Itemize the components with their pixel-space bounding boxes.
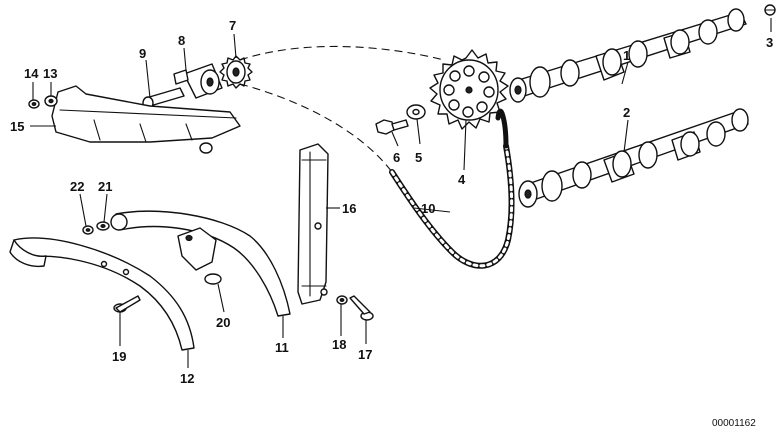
callout-5: 5 (415, 150, 422, 165)
upper-guide-rail (51, 85, 241, 154)
guide-rail-curved (9, 237, 195, 351)
tensioner-housing (173, 63, 223, 99)
catalog-number: 00001162 (712, 418, 756, 429)
slide-rail-long (110, 210, 291, 317)
nut-13 (44, 95, 58, 107)
leader-lines (30, 18, 772, 368)
callout-11: 11 (275, 340, 289, 355)
callout-18: 18 (332, 337, 346, 352)
callout-13: 13 (43, 66, 57, 81)
callout-12: 12 (180, 371, 194, 386)
washer-21 (96, 221, 110, 231)
callout-2: 2 (623, 105, 630, 120)
nut-22 (82, 225, 94, 235)
bolt-17 (349, 295, 374, 321)
callout-10: 10 (421, 201, 435, 216)
chain-path-dashed-lower (239, 83, 393, 173)
callout-21: 21 (98, 179, 112, 194)
hex-bolt-6 (375, 119, 409, 135)
camshaft-lower (518, 108, 749, 208)
callout-6: 6 (393, 150, 400, 165)
washer-5 (406, 104, 426, 120)
callout-17: 17 (358, 347, 372, 362)
callout-3: 3 (766, 35, 773, 50)
callout-4: 4 (458, 172, 466, 187)
callout-16: 16 (342, 201, 356, 216)
callout-20: 20 (216, 315, 230, 330)
timing-chain (389, 108, 515, 269)
camshaft-upper (509, 8, 747, 103)
washer-14 (28, 99, 40, 109)
callout-14: 14 (24, 66, 39, 81)
small-sprocket (219, 55, 253, 89)
bolt-19 (113, 295, 141, 313)
callout-8: 8 (178, 33, 185, 48)
callout-22: 22 (70, 179, 84, 194)
camshaft-sprocket (429, 49, 509, 130)
washer-18 (336, 295, 348, 305)
callout-9: 9 (139, 46, 146, 61)
callout-15: 15 (10, 119, 24, 134)
tensioner-rail (297, 143, 329, 305)
callout-1: 1 (623, 48, 630, 63)
chain-path-dashed-upper (239, 45, 445, 61)
plug (764, 4, 776, 16)
callout-7: 7 (229, 18, 236, 33)
callout-19: 19 (112, 349, 126, 364)
